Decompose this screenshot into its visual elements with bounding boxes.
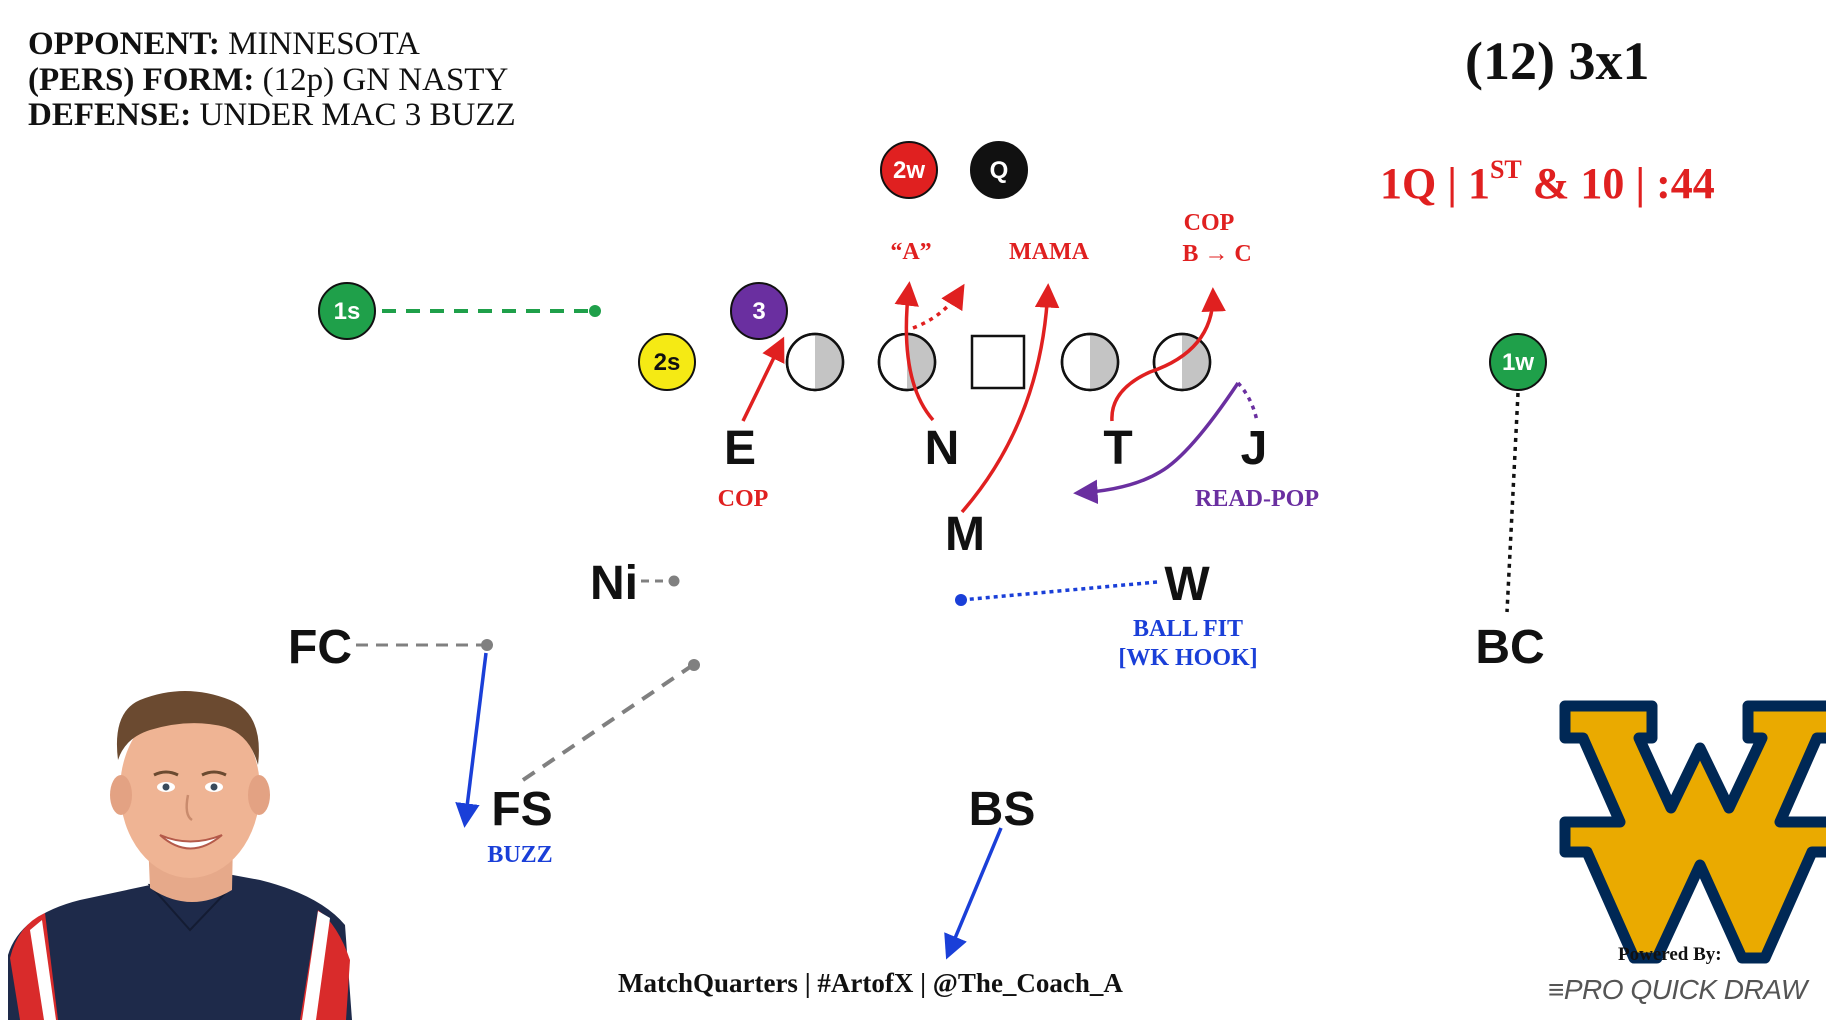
brand-name: PRO QUICK DRAW [1563, 974, 1807, 1005]
fs-alignment-line [521, 663, 695, 782]
player-photo [8, 691, 352, 1020]
defender-bc: BC [1475, 621, 1544, 674]
defender-n: N [925, 422, 960, 475]
defender-j: J [1241, 422, 1268, 475]
fc-dot [481, 639, 493, 651]
j-dotted-tail [1236, 381, 1259, 422]
down-suffix: ST [1489, 155, 1522, 185]
game-clock: :44 [1656, 159, 1715, 208]
offensive-skill-players: 2w Q 1s 3 2s 1w [318, 141, 1547, 391]
note-b-to-c: B → C [1182, 241, 1251, 267]
note-wk-hook: [WK HOOK] [1118, 645, 1257, 671]
player-2s-label: 2s [654, 349, 681, 376]
note-cop-top: COP [1184, 210, 1235, 236]
player-1w-label: 1w [1502, 349, 1534, 376]
separator: | [1447, 159, 1457, 208]
player-qb: Q [970, 141, 1028, 199]
credit-line: MatchQuarters | #ArtofX | @The_Coach_A [618, 968, 1123, 998]
player-2w: 2w [880, 141, 938, 199]
lineman-left-tackle [785, 332, 845, 392]
fs-buzz-arrow [455, 652, 488, 828]
w-fit-dot [955, 594, 967, 606]
defense-value: UNDER MAC 3 BUZZ [199, 97, 516, 133]
player-1s-label: 1s [334, 298, 361, 325]
lineman-right-tackle [1152, 332, 1212, 392]
m-mama-arrow [960, 283, 1060, 514]
formation-title: (12) 3x1 [1465, 31, 1650, 91]
formation-value: (12p) GN NASTY [262, 62, 509, 98]
j-read-pop-arrow [1073, 382, 1240, 505]
assignment-lines [356, 281, 1520, 960]
brand-logo: ≡PRO QUICK DRAW [1548, 974, 1807, 1006]
note-a-gap: “A” [890, 239, 931, 265]
powered-by-label: Powered By: [1618, 944, 1722, 965]
motion-end-dot [589, 305, 601, 317]
defender-bs: BS [969, 783, 1036, 836]
game-situation: 1Q | 1ST & 10 | :44 [1380, 155, 1715, 209]
n-a-gap-arrow [894, 281, 935, 422]
player-qb-label: Q [990, 157, 1009, 184]
player-2s: 2s [638, 333, 696, 391]
w-ball-fit-line [960, 580, 1158, 602]
player-3-label: 3 [752, 298, 765, 325]
defender-e: E [724, 422, 756, 475]
separator: | [1635, 159, 1646, 208]
ni-dot [668, 575, 680, 587]
assignment-notes: “A” MAMA COP B → C COP READ-POP BALL FIT… [487, 210, 1319, 868]
note-read-pop: READ-POP [1195, 486, 1319, 512]
center-square [970, 334, 1026, 390]
brand-speed-icon: ≡ [1548, 974, 1564, 1005]
formation-label: (PERS) FORM: [28, 62, 255, 98]
quarter: 1Q [1380, 159, 1437, 208]
defender-t: T [1103, 422, 1132, 475]
e-rush-arrow [741, 336, 785, 422]
defenders: E N T J M Ni W FC BC FS BS [288, 422, 1545, 836]
bc-alignment-line [1505, 392, 1520, 613]
note-mama: MAMA [1009, 239, 1090, 265]
player-3: 3 [730, 282, 788, 340]
lineman-right-guard [1060, 332, 1120, 392]
player-2w-label: 2w [893, 157, 925, 184]
opponent-line: OPPONENT: MINNESOTA [28, 28, 420, 61]
opponent-label: OPPONENT: [28, 26, 220, 62]
wvu-logo [1559, 700, 1826, 964]
defender-fs: FS [491, 783, 552, 836]
bs-arrow [944, 827, 1003, 960]
note-buzz: BUZZ [487, 842, 552, 868]
fs-dot [688, 659, 700, 671]
formation-line: (PERS) FORM: (12p) GN NASTY [28, 64, 508, 97]
player-1s: 1s [318, 282, 376, 340]
opponent-value: MINNESOTA [228, 26, 420, 62]
n-slant-dotted [912, 283, 965, 330]
distance: & 10 [1532, 159, 1625, 208]
defender-m: M [945, 508, 985, 561]
player-1w: 1w [1489, 333, 1547, 391]
defender-ni: Ni [590, 557, 638, 610]
note-ball-fit: BALL FIT [1133, 616, 1243, 642]
down: 1 [1467, 159, 1490, 208]
defense-label: DEFENSE: [28, 97, 192, 133]
t-cop-arrow [1110, 287, 1226, 422]
defender-fc: FC [288, 621, 352, 674]
defender-w: W [1164, 558, 1210, 611]
defense-line: DEFENSE: UNDER MAC 3 BUZZ [28, 99, 516, 132]
offensive-line [785, 332, 1212, 392]
note-cop-e: COP [718, 486, 769, 512]
